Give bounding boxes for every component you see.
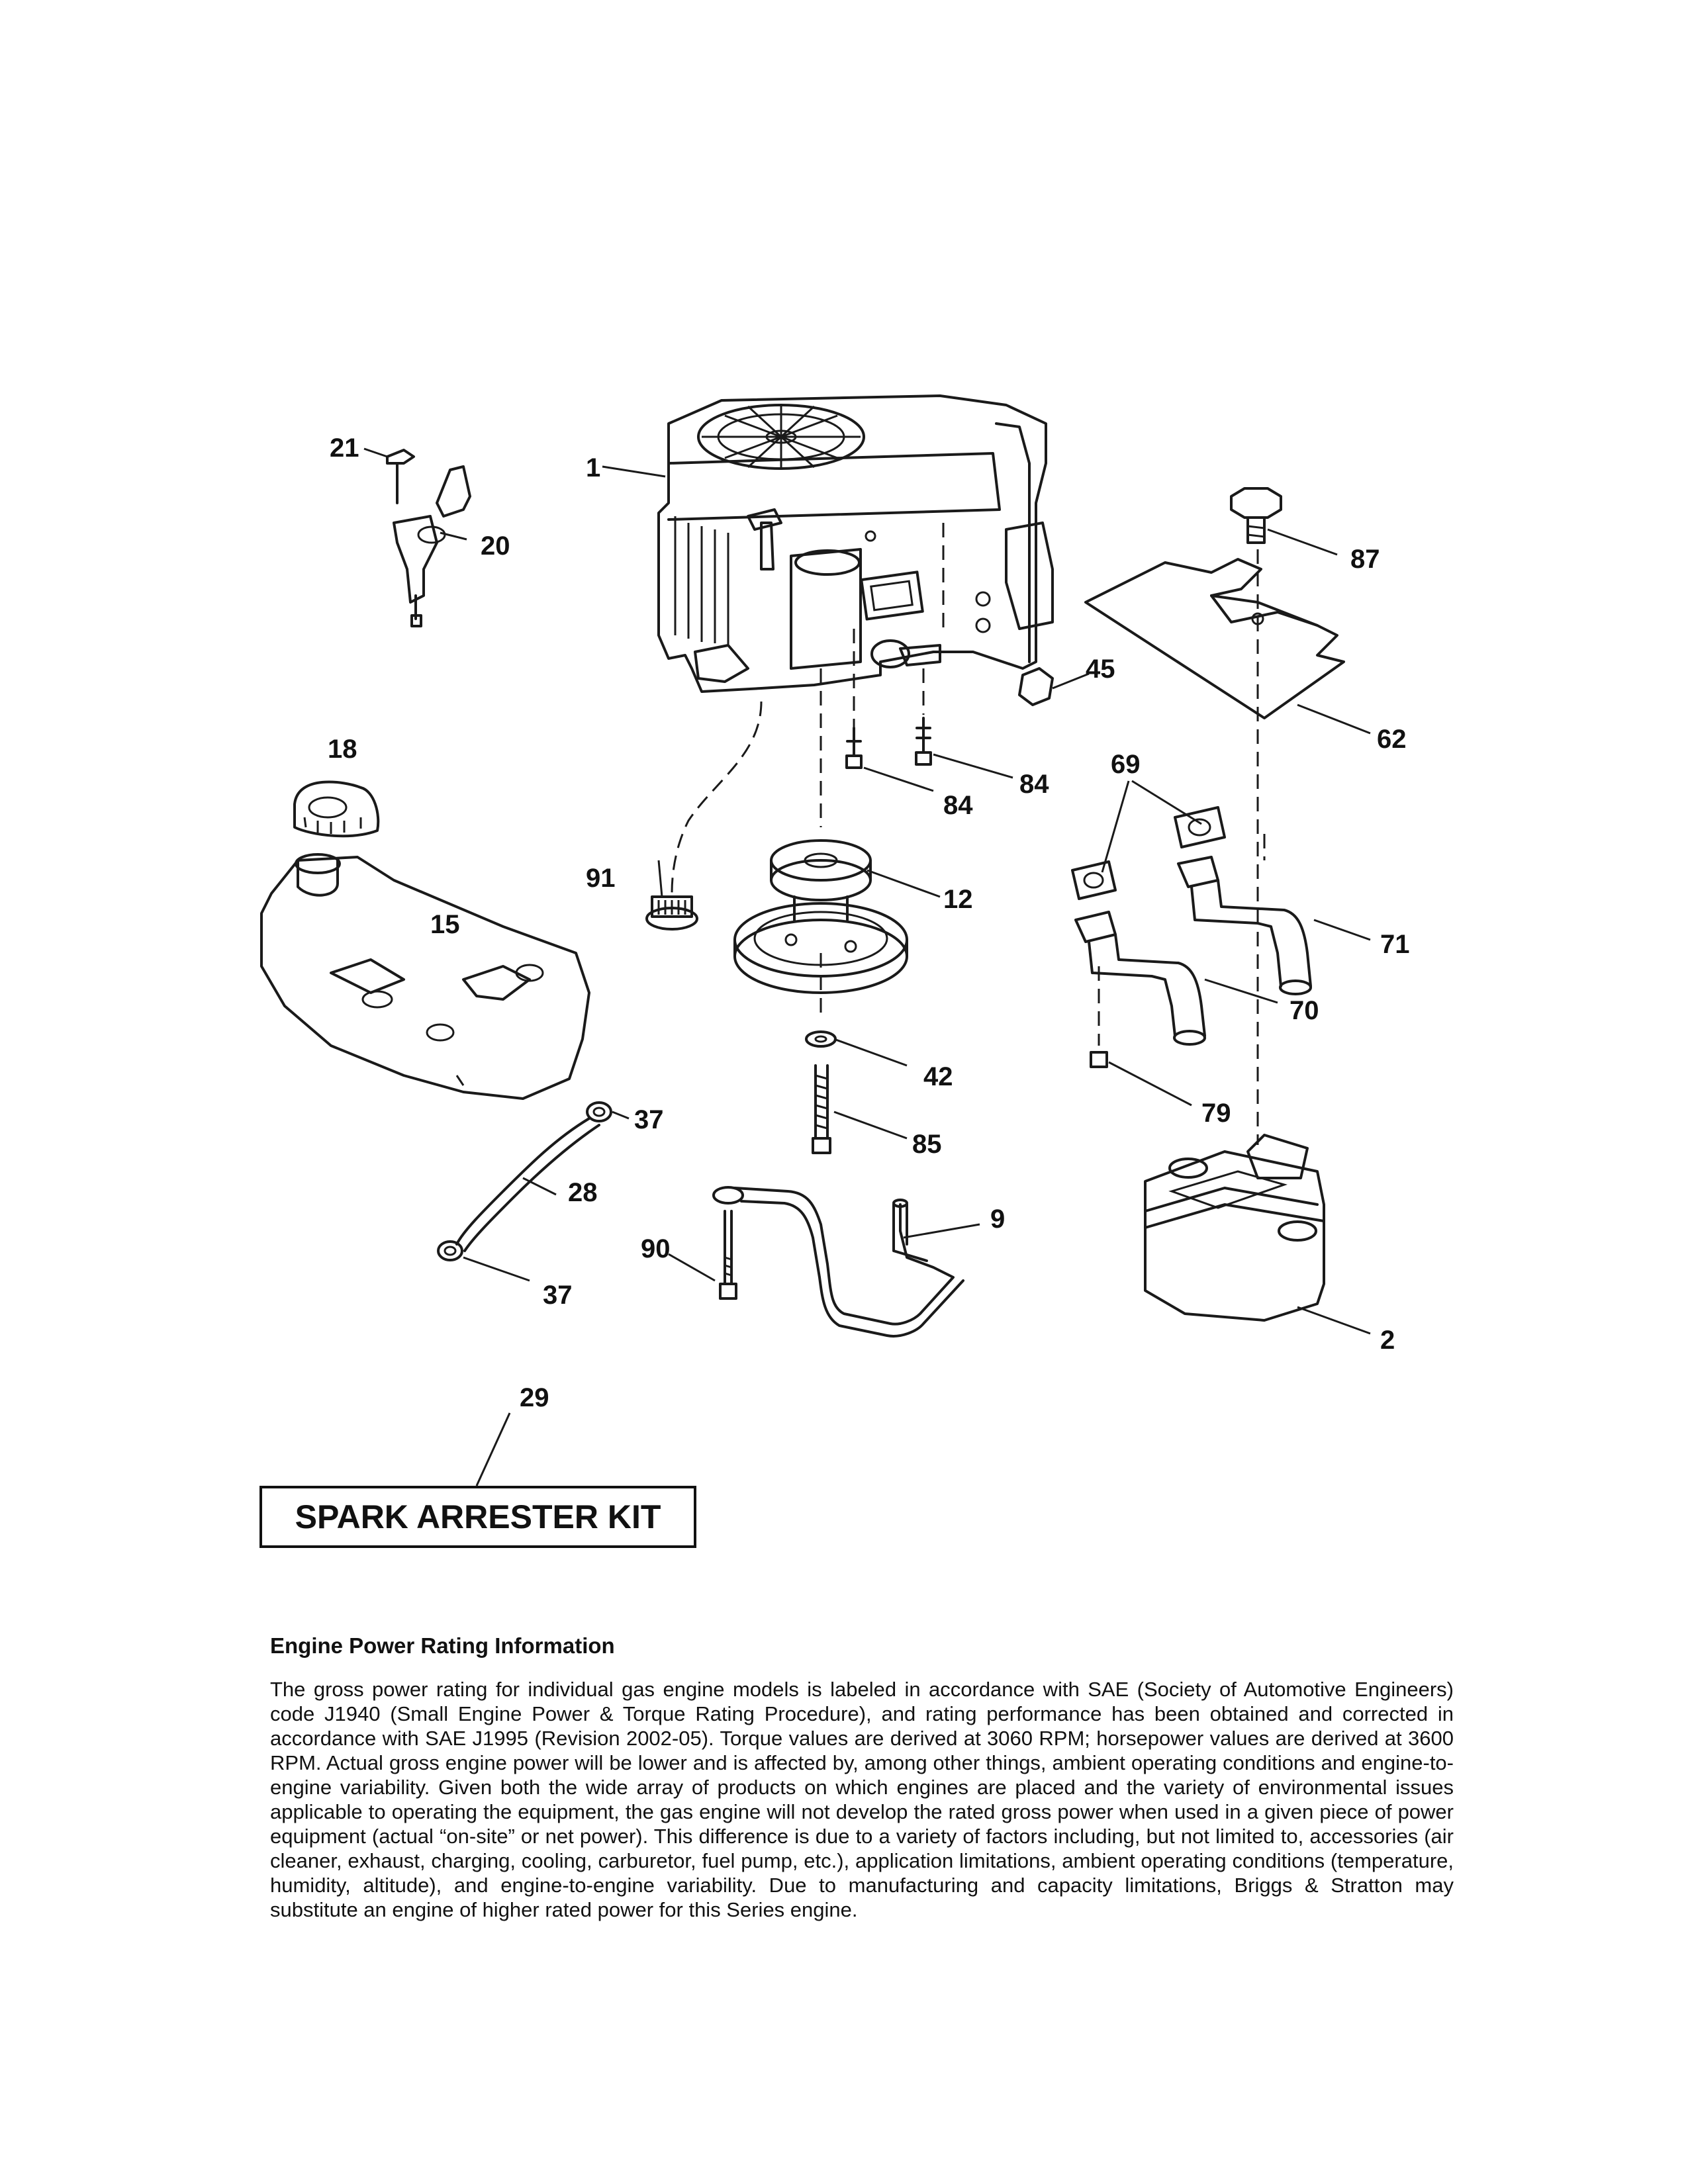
callout-85: 85: [912, 1130, 942, 1159]
assembly-lines: [671, 523, 1266, 1145]
knob-part-87: [1230, 487, 1282, 544]
gasket-part-69-upper: [1174, 806, 1226, 848]
exhaust-pipe-part-70: [1074, 911, 1206, 1046]
hose-clamp-part-37-lower: [437, 1240, 463, 1261]
note-title: Engine Power Rating Information: [270, 1633, 615, 1658]
callout-84-right: 84: [1019, 770, 1049, 799]
fuel-cap-part-18: [293, 780, 380, 838]
note-body: The gross power rating for individual ga…: [270, 1678, 1454, 1921]
grommet-part-91: [645, 895, 698, 931]
callout-1: 1: [586, 453, 600, 482]
callout-71: 71: [1380, 930, 1410, 959]
callout-91: 91: [586, 864, 616, 893]
bolt-part-84-left: [845, 727, 863, 769]
callout-37-upper: 37: [634, 1105, 664, 1134]
leader-lines: [363, 447, 1371, 1486]
callout-84-left: 84: [943, 791, 973, 820]
throttle-control-part-20: [393, 465, 471, 627]
callout-62: 62: [1377, 725, 1407, 754]
spark-arrester-kit-box: SPARK ARRESTER KIT: [259, 1486, 696, 1548]
callout-labels: 21 20 1 45 87 62 84 84 18 69 91 12 15 71…: [328, 433, 1410, 1412]
callout-87: 87: [1350, 545, 1380, 574]
callout-70: 70: [1289, 996, 1319, 1025]
engine-power-rating-note: Engine Power Rating Information The gros…: [270, 1633, 1454, 1922]
exhaust-pipe-part-71: [1177, 856, 1312, 995]
heat-shield-part-62: [1084, 558, 1345, 719]
callout-21: 21: [330, 433, 359, 463]
callout-69: 69: [1111, 750, 1141, 779]
nut-part-45: [1018, 667, 1054, 706]
callout-45: 45: [1086, 655, 1115, 684]
callout-15: 15: [430, 910, 460, 939]
bolt-part-84-right: [915, 717, 932, 766]
callout-12: 12: [943, 885, 973, 914]
muffler-part-2: [1144, 1134, 1325, 1322]
washer-part-42: [805, 1030, 837, 1048]
bolt-part-90: [719, 1210, 737, 1300]
bolt-part-85: [812, 1064, 831, 1154]
callout-28: 28: [568, 1178, 598, 1207]
fuel-line-part-28: [455, 1117, 600, 1252]
callout-90: 90: [641, 1234, 671, 1263]
engine-part-1: [657, 394, 1054, 693]
callout-9: 9: [990, 1205, 1005, 1234]
hose-clamp-part-37-upper: [586, 1101, 612, 1122]
bolt-part-79: [1090, 1051, 1108, 1068]
callout-42: 42: [923, 1062, 953, 1091]
rod-part-9: [712, 1186, 964, 1338]
fuel-tank-part-15: [260, 853, 590, 1100]
gasket-part-69-lower: [1071, 860, 1117, 900]
callout-20: 20: [481, 531, 510, 561]
callout-37-lower: 37: [543, 1281, 573, 1310]
pulley-part-12: [733, 839, 908, 994]
callout-29: 29: [520, 1383, 549, 1412]
bolt-part-21: [386, 449, 415, 504]
callout-79: 79: [1201, 1099, 1231, 1128]
callout-2: 2: [1380, 1326, 1395, 1355]
callout-18: 18: [328, 735, 357, 764]
